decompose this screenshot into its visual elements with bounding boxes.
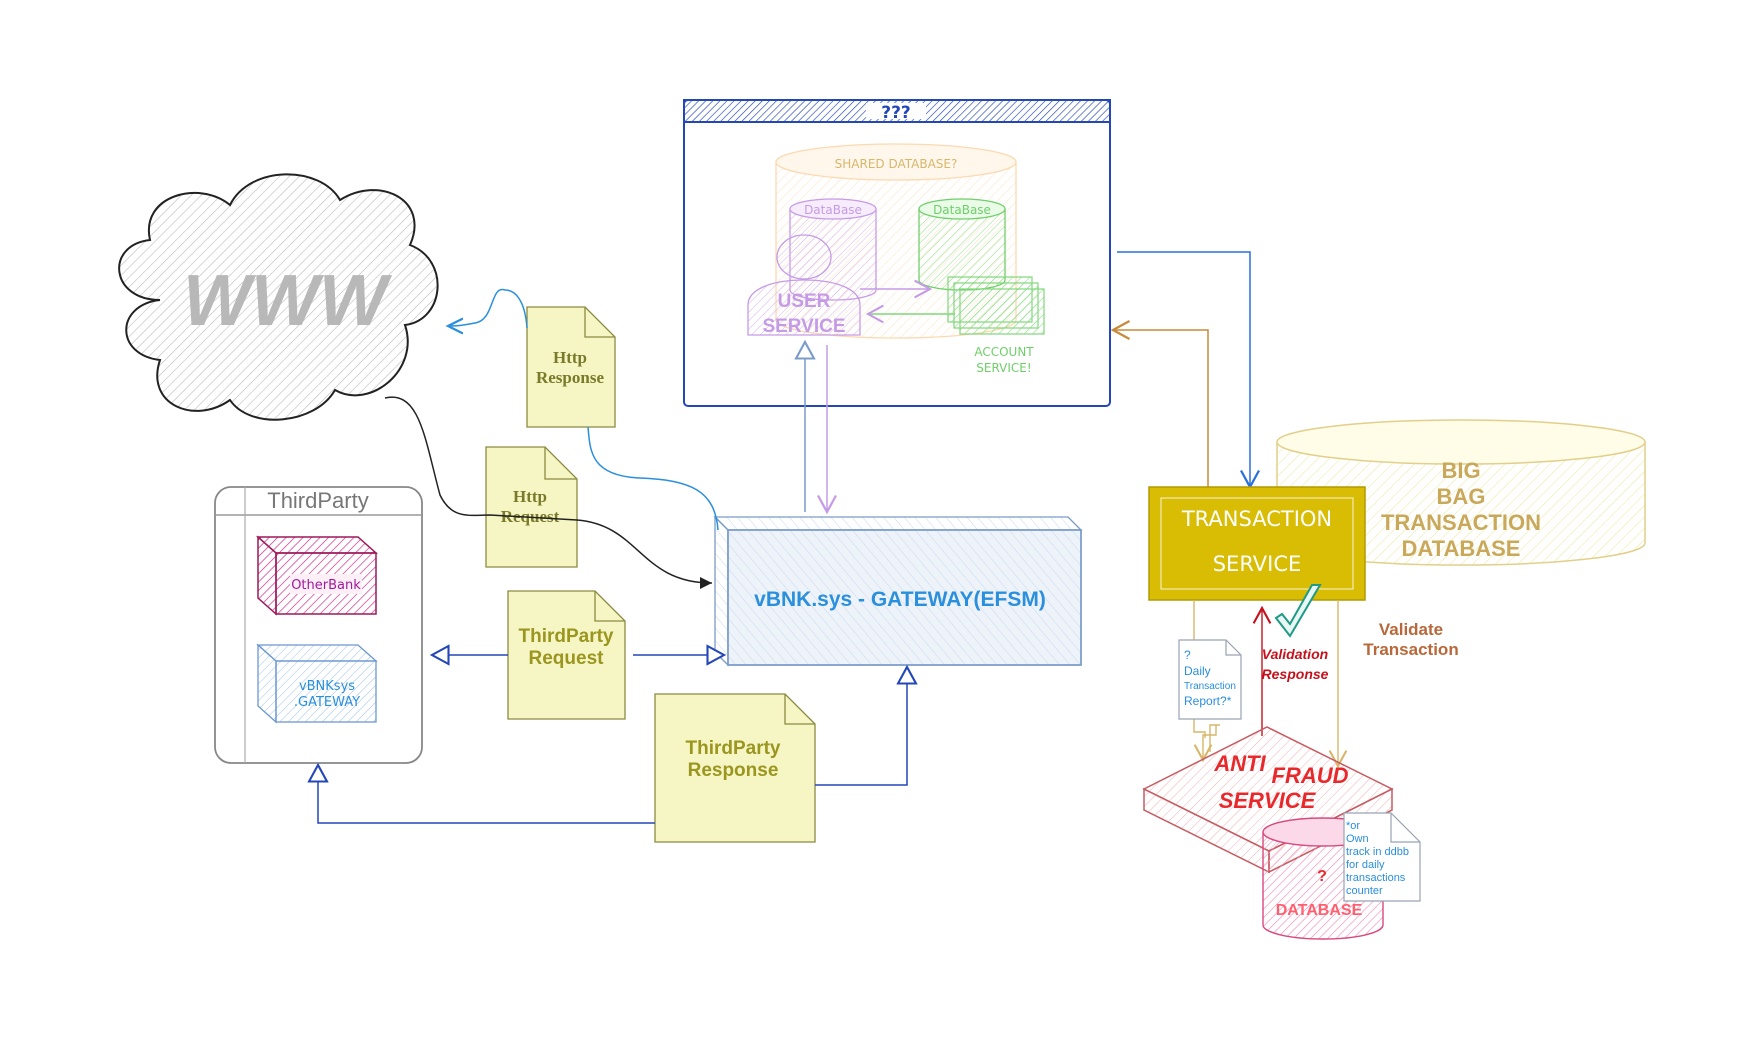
user-service: USER SERVICE (747, 234, 861, 337)
account-service-label-2: SERVICE! (976, 361, 1031, 375)
third-party-response-label-2: Response (688, 760, 779, 781)
daily-note-line-2: Daily (1184, 664, 1211, 678)
third-party-request-label-2: Request (529, 648, 605, 669)
transaction-service-label-2: SERVICE (1213, 552, 1302, 576)
user-icon (776, 234, 832, 280)
user-database-label: DataBase (804, 203, 862, 217)
third-party-response-label-1: ThirdParty (685, 738, 780, 759)
daily-note-line-3: Transaction (1184, 681, 1236, 692)
anti-fraud-label-2: FRAUD (1272, 763, 1349, 788)
cloud-icon (118, 173, 439, 421)
transaction-service: TRANSACTION SERVICE (1148, 486, 1366, 601)
http-request-label-1: Http (513, 487, 547, 506)
http-request-flow (384, 396, 713, 589)
http-response-label-1: Http (553, 348, 587, 367)
anti-fraud-label-3: SERVICE (1219, 788, 1317, 813)
daily-note-line-4: Report?* (1184, 694, 1232, 708)
user-service-label-1: USER (778, 291, 831, 312)
checkmark-icon (1274, 584, 1322, 638)
validate-transaction-label-2: Transaction (1363, 640, 1458, 659)
unknown-system-title: ??? (881, 103, 911, 123)
third-party-request-label-1: ThirdParty (518, 626, 613, 647)
own-track-line-3: track in ddbb (1346, 846, 1409, 858)
other-bank-node: OtherBank (256, 535, 378, 616)
www-cloud: WWW (118, 173, 439, 421)
http-response-label-2: Response (536, 368, 604, 387)
http-response-flow (448, 288, 719, 531)
daily-note-line-1: ? (1184, 648, 1191, 662)
third-party-response-note: ThirdParty Response (654, 693, 816, 843)
big-bag-label-3: TRANSACTION (1381, 510, 1541, 535)
own-track-line-2: Own (1346, 833, 1369, 845)
validation-response-label-2: Response (1262, 666, 1329, 682)
gateway-label: vBNK.sys - GATEWAY(EFSM) (754, 588, 1046, 611)
account-database: DataBase (918, 198, 1006, 291)
validate-transaction-label-1: Validate (1379, 620, 1443, 639)
anti-fraud-label-1: ANTI (1213, 751, 1266, 776)
own-track-line-6: counter (1346, 885, 1383, 897)
transaction-service-label-1: TRANSACTION (1181, 507, 1332, 531)
third-party-container: ThirdParty OtherBank vBNKsys .GATEWAY (214, 486, 423, 764)
http-request-label-2: Request (501, 507, 560, 526)
shared-database-label: SHARED DATABASE? (835, 157, 958, 171)
own-track-line-4: for daily (1346, 859, 1385, 871)
third-party-title: ThirdParty (267, 488, 368, 513)
big-bag-label-2: BAG (1437, 484, 1486, 509)
account-service-label-1: ACCOUNT (974, 345, 1034, 359)
fraud-database-label: DATABASE (1276, 902, 1363, 919)
fraud-database-mark: ? (1317, 868, 1327, 885)
daily-report-to-antifraud-arrow (1193, 725, 1217, 763)
third-party-request-note: ThirdParty Request (507, 590, 626, 720)
http-response-note: Http Response (526, 306, 616, 428)
validation-response-label-1: Validation (1262, 646, 1328, 662)
own-track-line-1: *or (1346, 820, 1360, 832)
other-bank-label: OtherBank (291, 578, 361, 593)
big-bag-label-4: DATABASE (1402, 536, 1521, 561)
user-service-label-2: SERVICE (762, 316, 845, 337)
http-request-note: Http Request (485, 446, 578, 568)
daily-transaction-note: ? Daily Transaction Report?* (1178, 639, 1242, 720)
third-party-response-flow-gateway (815, 667, 907, 786)
third-party-gateway-label-1: vBNKsys (299, 679, 355, 694)
account-service: ACCOUNT SERVICE! (947, 276, 1045, 375)
own-track-line-5: transactions (1346, 872, 1406, 884)
own-track-note: *or Own track in ddbb for daily transact… (1343, 812, 1421, 902)
unknown-system-frame: ??? SHARED DATABASE? DataBase DataBase U… (683, 99, 1111, 407)
unknown-to-transaction-arrow (1117, 251, 1260, 490)
third-party-gateway-label-2: .GATEWAY (294, 695, 360, 710)
big-bag-label-1: BIG (1441, 458, 1480, 483)
third-party-gateway-node: vBNKsys .GATEWAY (256, 643, 378, 724)
transaction-to-unknown-arrow (1110, 320, 1209, 487)
third-party-response-flow-third-party (318, 765, 655, 824)
account-database-label: DataBase (933, 203, 991, 217)
www-label: WWW (183, 261, 393, 341)
gateway-node: vBNK.sys - GATEWAY(EFSM) (713, 515, 1083, 667)
big-bag-transaction-database: BIG BAG TRANSACTION DATABASE (1276, 419, 1646, 566)
